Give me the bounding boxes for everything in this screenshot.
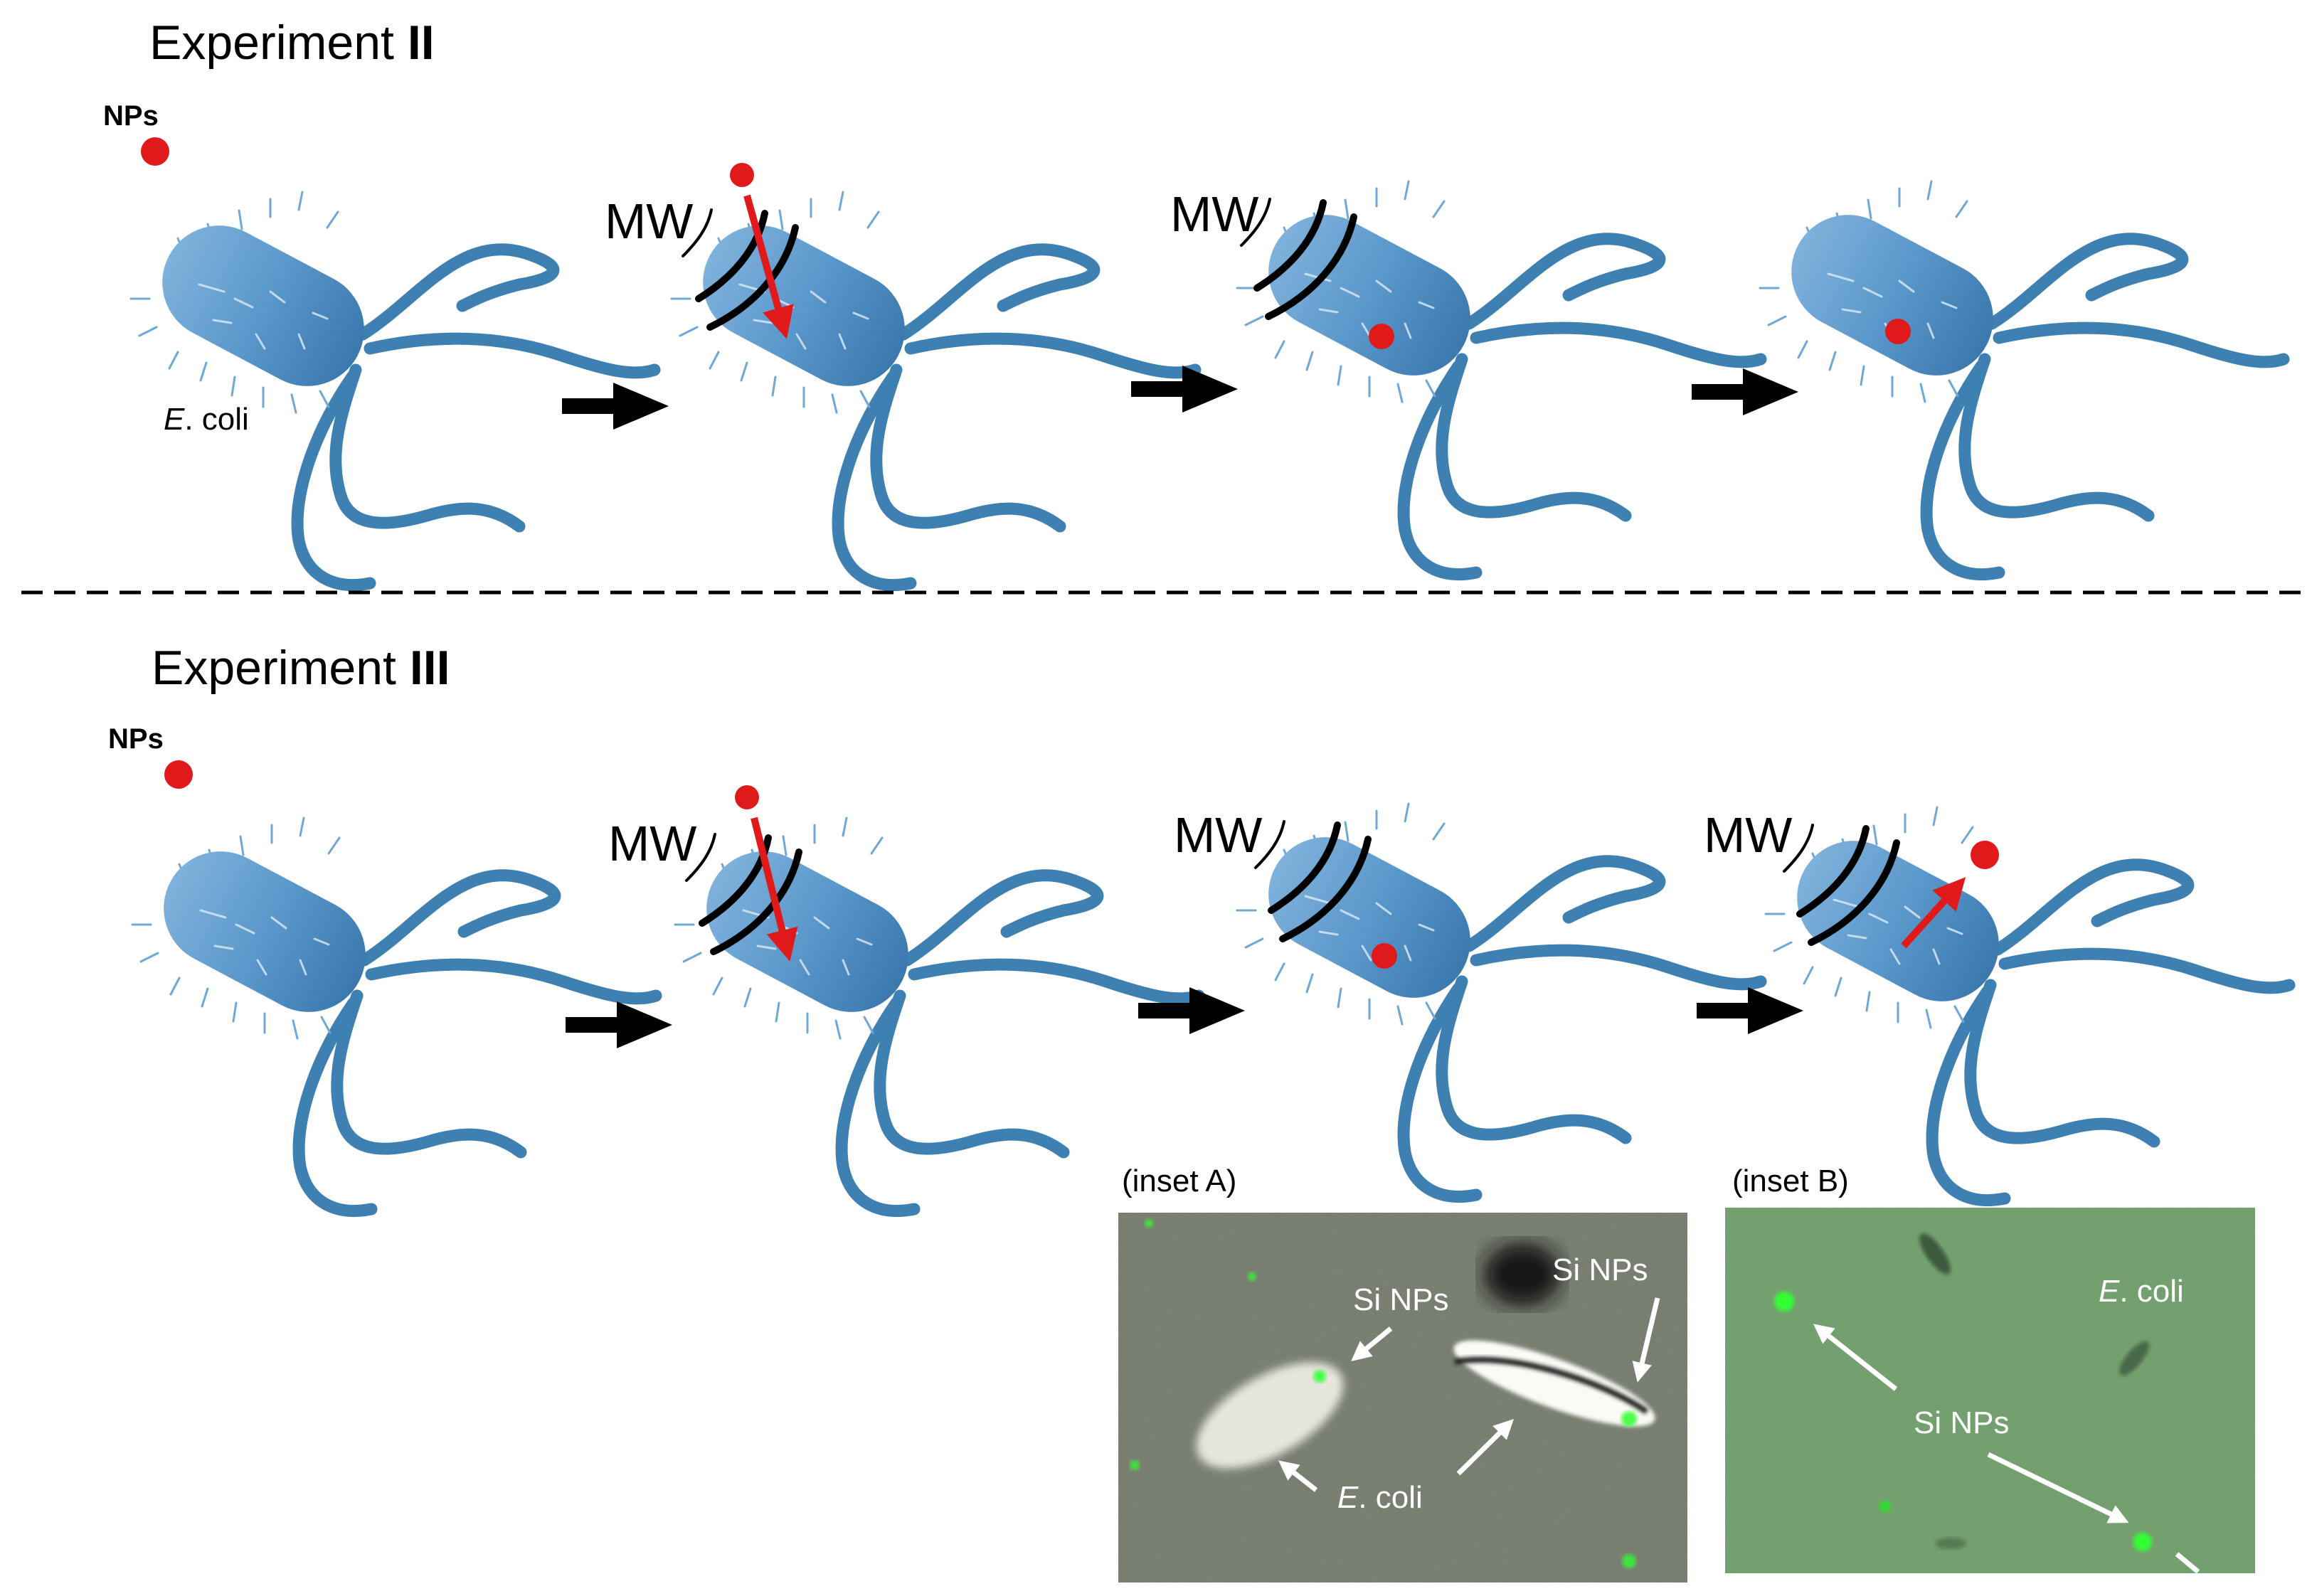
mw-label: MW [605,193,693,249]
experiment-2-title: Experiment II [149,16,435,70]
inset-b-label: (inset B) [1732,1164,1849,1198]
process-arrow [1692,368,1798,415]
ecoli-label: E. coli [1337,1480,1423,1515]
pointer-arrow [1456,1419,1514,1476]
mw-label: MW [1704,807,1792,863]
si-nps-label: Si NPs [1552,1252,1648,1287]
bacterium-4 [1760,181,2284,575]
mw-label: MW [1174,807,1262,863]
process-arrow [566,1001,672,1048]
nanoparticle [1372,943,1397,969]
process-arrow [1138,987,1245,1034]
inset-a: (inset A) Si NPs Si NPs E. coli [1118,1164,1687,1582]
nanoparticle [1971,841,1999,869]
process-arrow [1697,987,1803,1034]
exit-arrow [1901,877,1966,949]
entry-arrow [743,194,794,339]
experiment-3-section: Experiment III NPs MW MW MW [108,641,2289,1211]
nanoparticle [1885,319,1911,344]
bacterium-3 [1237,804,1761,1197]
pointer-arrow [1813,1324,1898,1391]
nanoparticle [141,137,169,166]
mw-label: MW [1170,186,1258,242]
pointer-arrow [1632,1297,1660,1383]
process-arrow [1131,366,1238,413]
nanoparticle [735,785,759,809]
ecoli-label: E. coli [164,402,249,437]
inset-a-label: (inset A) [1122,1164,1236,1198]
nanoparticle [164,760,193,789]
bacterium-4 [1766,807,2289,1201]
bacterium-1 [131,192,654,585]
entry-arrow [751,816,798,962]
pointer-arrow [1987,1452,2129,1523]
mw-label: MW [608,816,696,871]
pointer-arrow [1278,1460,1318,1492]
nanoparticle [730,163,754,187]
bacterium-1 [132,818,656,1211]
si-nps-label: Si NPs [1353,1282,1448,1317]
bacterium-3 [1237,181,1761,575]
experiment-2-section: Experiment II NPs E. coli MW MW [103,16,2284,585]
ecoli-label: E. coli [2099,1274,2184,1309]
nps-label: NPs [108,723,164,755]
inset-b: (inset B) E. coli Si NPs [1725,1164,2255,1574]
nanoparticle [1369,324,1394,349]
nps-label: NPs [103,100,159,132]
pointer-arrow [2175,1552,2200,1574]
experiment-3-title: Experiment III [152,641,450,695]
process-arrow [562,383,669,430]
si-nps-label: Si NPs [1914,1405,2009,1440]
pointer-arrow [1351,1326,1393,1361]
inset-b-micrograph [1725,1208,2255,1573]
inset-a-micrograph [1118,1213,1687,1582]
